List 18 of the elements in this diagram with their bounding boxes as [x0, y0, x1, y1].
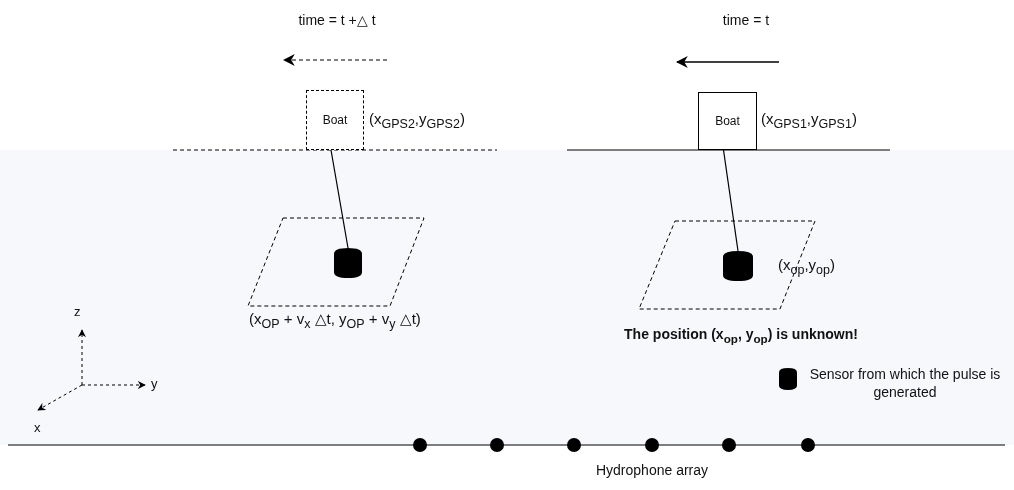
axis-label: x — [34, 420, 41, 435]
axis-label: y — [151, 376, 158, 391]
caption-text: Hydrophone array — [595, 462, 709, 478]
legend-text: Sensor from which the pulse is generated — [808, 365, 1002, 401]
coordinate-label: (x$_{GPS2}$,y$_{GPS2}$) — [369, 110, 465, 131]
time-label: time = t +△ t — [298, 12, 376, 28]
note-text: The position (x$_{op}$, y$_{op}$) is unknown! — [624, 326, 858, 345]
sensor-icon — [723, 251, 753, 281]
boat-box: Boat — [306, 90, 364, 150]
axis-label: z — [74, 304, 81, 319]
tether-line — [330, 149, 349, 249]
boat-box: Boat — [698, 92, 757, 150]
time-label: time = t — [722, 12, 770, 28]
coordinate-label: (x$_{op}$,y$_{op}$) — [778, 256, 835, 277]
coordinate-label: (x$_{GPS1}$,y$_{GPS1}$) — [761, 110, 857, 131]
tether-line — [722, 149, 739, 252]
sensor-icon — [334, 248, 362, 278]
coordinate-label: (x$_{OP}$ + v$_{x}$ △t, y$_{OP}$ + v$_{y}$ △t) — [249, 310, 421, 331]
